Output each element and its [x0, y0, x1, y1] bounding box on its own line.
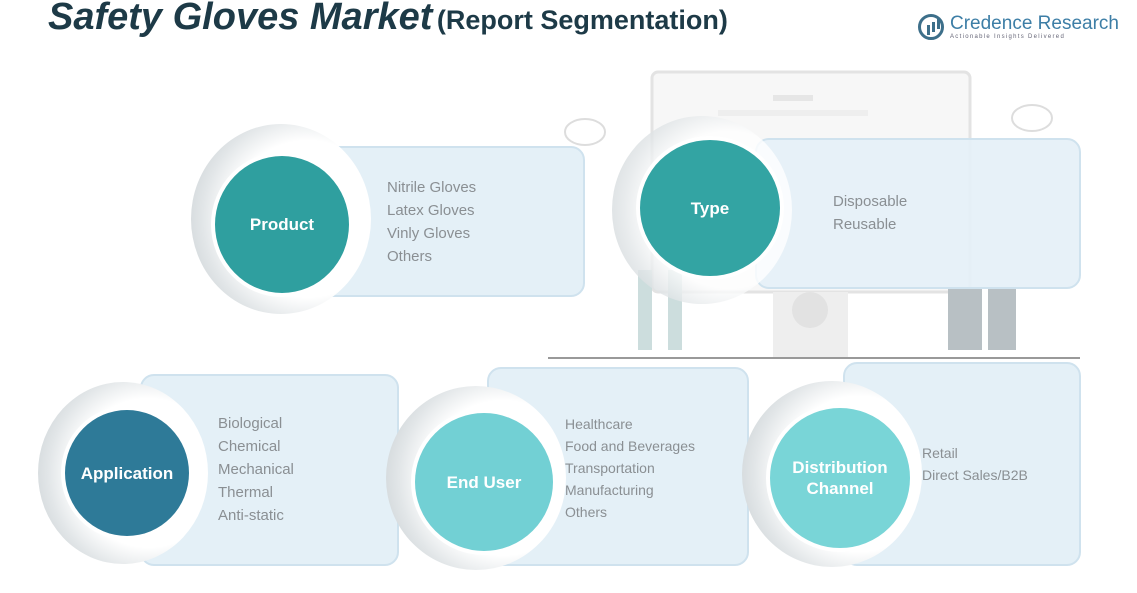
list-item: Food and Beverages: [565, 438, 695, 454]
list-item: Disposable: [833, 193, 908, 210]
list-item: Retail: [922, 445, 958, 461]
list-item: Manufacturing: [565, 482, 654, 498]
list-item: Others: [387, 248, 433, 265]
list-item: Thermal: [218, 484, 274, 501]
list-item: Others: [565, 504, 608, 520]
application-circle: Application: [61, 406, 193, 540]
list-item: Nitrile Gloves: [387, 179, 477, 196]
application-items: Biological Chemical Mechanical Thermal A…: [218, 412, 294, 527]
list-item: Transportation: [565, 460, 655, 476]
list-item: Direct Sales/B2B: [922, 467, 1028, 483]
product-items: Nitrile Gloves Latex Gloves Vinly Gloves…: [387, 176, 476, 268]
list-item: Vinly Gloves: [387, 225, 471, 242]
list-item: Biological: [218, 415, 283, 432]
type-circle: Type: [636, 136, 784, 280]
product-circle: Product: [211, 152, 353, 297]
list-item: Latex Gloves: [387, 202, 475, 219]
list-item: Healthcare: [565, 416, 633, 432]
type-items: Disposable Reusable: [833, 190, 907, 236]
list-item: Mechanical: [218, 461, 294, 478]
list-item: Reusable: [833, 216, 897, 233]
list-item: Anti-static: [218, 507, 284, 524]
type-card: [755, 138, 1081, 289]
page-title: Safety Gloves Market (Report Segmentatio…: [48, 0, 728, 38]
distribution-circle: Distribution Channel: [766, 404, 914, 552]
distribution-items: Retail Direct Sales/B2B: [922, 442, 1028, 486]
end-user-circle: End User: [411, 409, 557, 555]
logo-icon: [918, 14, 944, 40]
list-item: Chemical: [218, 438, 281, 455]
credence-research-logo: Credence Research Actionable Insights De…: [918, 14, 1119, 40]
end-user-items: Healthcare Food and Beverages Transporta…: [565, 413, 695, 523]
